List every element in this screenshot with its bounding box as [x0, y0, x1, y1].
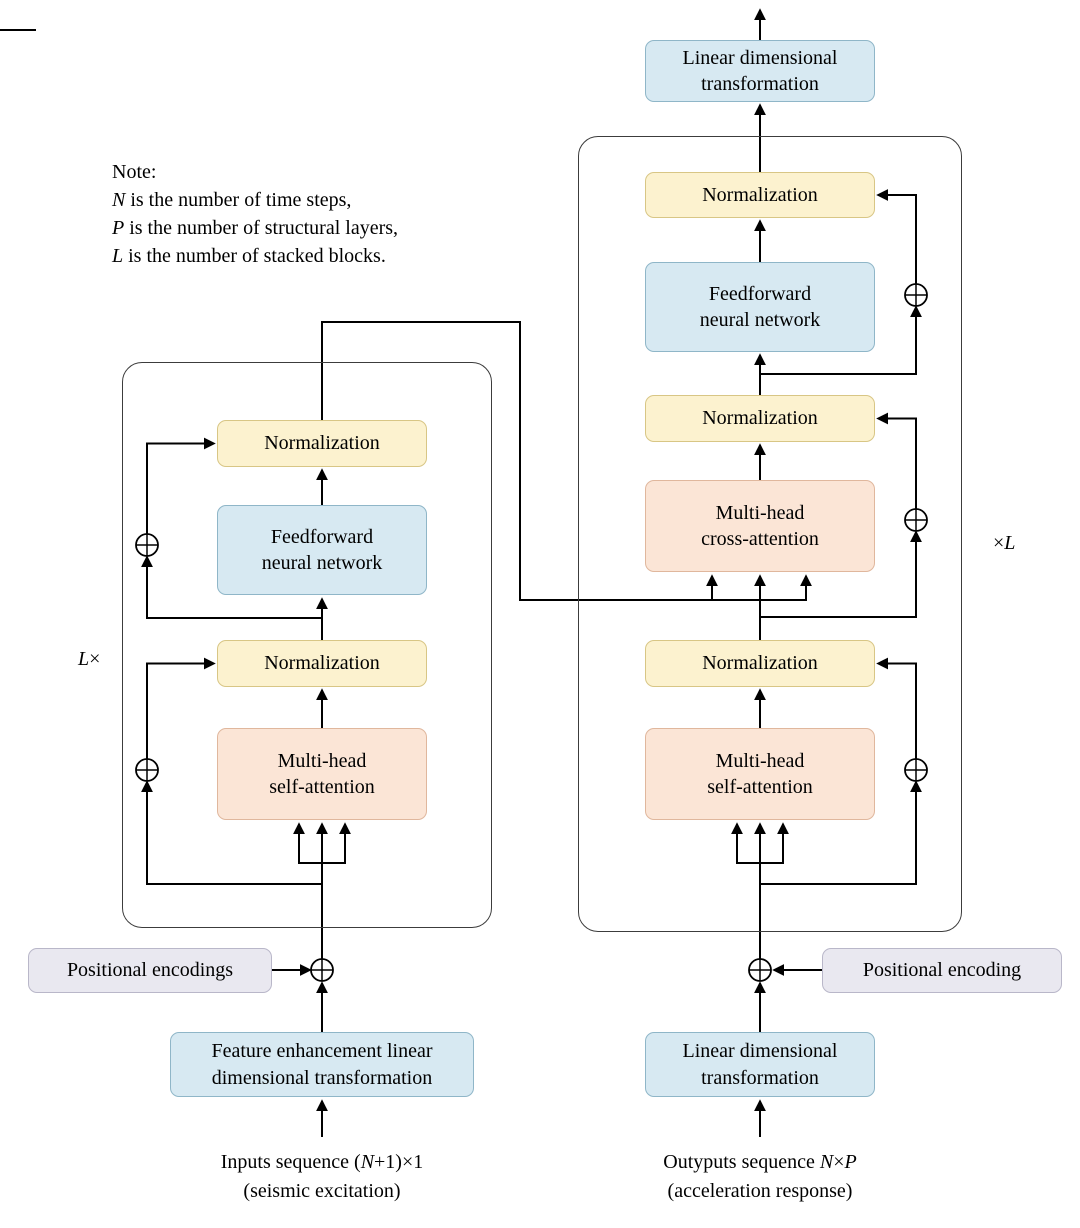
caption-var: N [360, 1151, 375, 1173]
decoder-normalization-mid-box: Normalization [645, 395, 875, 442]
stack-var: L [1004, 532, 1016, 554]
decoder-normalization-low-box: Normalization [645, 640, 875, 687]
box-label-line: neural network [699, 309, 821, 331]
box-label-line: Feature enhancement linear [211, 1040, 433, 1063]
note-text: is the number of time steps, [125, 189, 352, 211]
encoder-normalization-top-box: Normalization [217, 420, 427, 467]
add-icon [904, 758, 928, 782]
box-label-line: transformation [701, 1066, 819, 1089]
note-line: L is the number of stacked blocks. [112, 242, 398, 270]
encoder-multi-head-self-attention-box: Multi-head self-attention [217, 728, 427, 820]
encoder-input-caption: Inputs sequence (N+1)×1 (seismic excitat… [150, 1148, 494, 1206]
caption-var: P [844, 1151, 857, 1173]
box-label-line: Positional encoding [862, 959, 1022, 982]
note-var: P [112, 217, 125, 239]
note-line: N is the number of time steps, [112, 186, 398, 214]
stack-sym: × [89, 648, 101, 670]
box-label-line: Normalization [264, 432, 380, 455]
decoder-feedforward-box: Feedforward neural network [645, 262, 875, 352]
decoder-block-frame [578, 136, 962, 932]
add-icon [135, 533, 159, 557]
decoder-stack-count: ×L [993, 532, 1015, 555]
add-icon [310, 958, 334, 982]
box-label-line: self-attention [269, 776, 375, 798]
caption-text: +1)×1 [374, 1151, 424, 1173]
add-icon [748, 958, 772, 982]
encoder-stack-count: L× [78, 648, 100, 671]
caption-line: Inputs sequence (N+1)×1 [150, 1148, 494, 1177]
note-var: L [112, 245, 124, 267]
caption-line: Outyputs sequence N×P [588, 1148, 932, 1177]
caption-line: (acceleration response) [667, 1180, 853, 1202]
encoder-wires [141, 321, 812, 1137]
caption-text: × [833, 1151, 845, 1173]
box-label-line: Normalization [702, 652, 818, 675]
box-label-line: Multi-head [277, 749, 367, 772]
box-label-line: Feedforward [708, 282, 812, 305]
stack-sym: × [993, 532, 1005, 554]
caption-text: Inputs sequence ( [220, 1151, 361, 1173]
box-label-line: dimensional transformation [211, 1066, 433, 1089]
note-var: N [112, 189, 126, 211]
encoder-normalization-low-box: Normalization [217, 640, 427, 687]
decoder-wires [731, 8, 922, 1137]
decoder-positional-encoding-box: Positional encoding [822, 948, 1062, 993]
decoder-top-linear-box: Linear dimensional transformation [645, 40, 875, 102]
box-label-line: Multi-head [715, 501, 805, 524]
box-label-line: transformation [701, 73, 819, 95]
decoder-output-caption: Outyputs sequence N×P (acceleration resp… [588, 1148, 932, 1206]
box-label-line: Normalization [702, 407, 818, 430]
stack-var: L [78, 648, 90, 670]
encoder-feature-enhancement-box: Feature enhancement linear dimensional t… [170, 1032, 474, 1097]
box-label-line: Normalization [264, 652, 380, 675]
box-label-line: Feedforward [270, 525, 374, 548]
encoder-positional-encodings-box: Positional encodings [28, 948, 272, 993]
caption-line: (seismic excitation) [243, 1180, 401, 1202]
encoder-feedforward-box: Feedforward neural network [217, 505, 427, 595]
decoder-normalization-top-box: Normalization [645, 172, 875, 218]
box-label-line: self-attention [707, 776, 813, 798]
add-icon [904, 508, 928, 532]
decoder-multi-head-self-attention-box: Multi-head self-attention [645, 728, 875, 820]
decoder-output-linear-box: Linear dimensional transformation [645, 1032, 875, 1097]
box-label-line: Linear dimensional [682, 46, 838, 69]
note-block: Note: N is the number of time steps, P i… [112, 158, 398, 270]
note-line: P is the number of structural layers, [112, 214, 398, 242]
box-label-line: Positional encodings [66, 959, 234, 982]
encoder-block-frame [122, 362, 492, 928]
caption-text: Outyputs sequence [663, 1151, 820, 1173]
decoder-multi-head-cross-attention-box: Multi-head cross-attention [645, 480, 875, 572]
box-label-line: cross-attention [701, 528, 819, 550]
add-icon [904, 283, 928, 307]
add-icon [135, 758, 159, 782]
box-label-line: Multi-head [715, 749, 805, 772]
box-label-line: neural network [261, 552, 383, 574]
note-text: is the number of structural layers, [124, 217, 399, 239]
caption-var: N [819, 1151, 834, 1173]
box-label-line: Linear dimensional [682, 1040, 838, 1063]
box-label-line: Normalization [702, 183, 818, 206]
note-title: Note: [112, 161, 157, 183]
note-text: is the number of stacked blocks. [123, 245, 386, 267]
